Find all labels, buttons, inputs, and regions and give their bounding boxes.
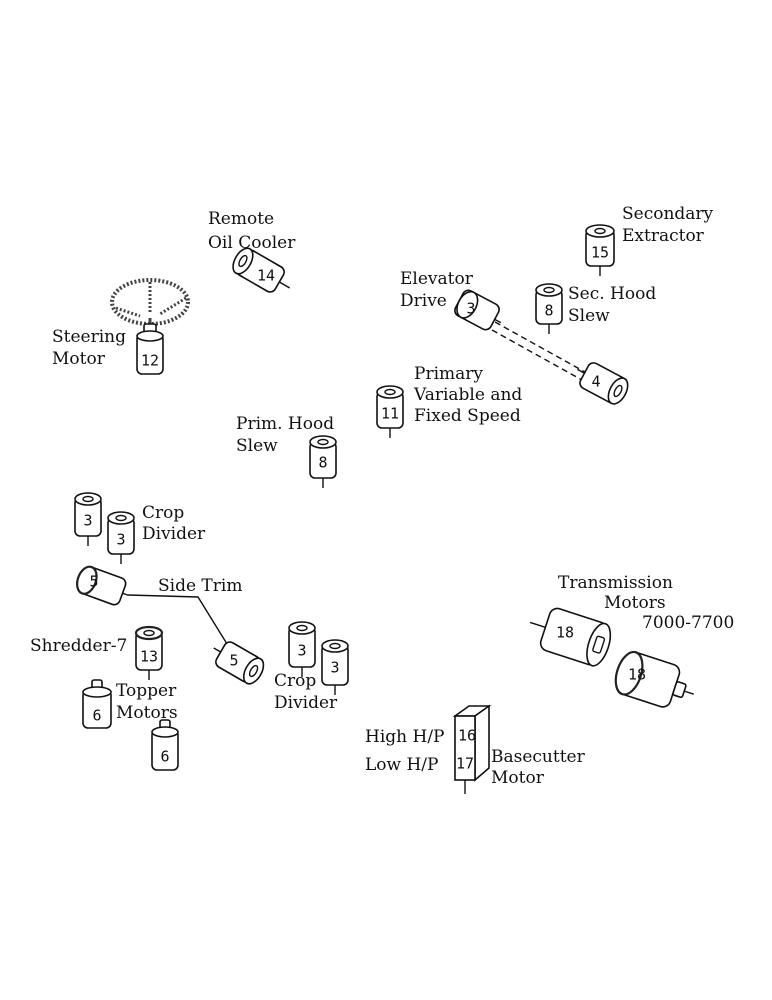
- topper-lower-motor: [151, 719, 179, 771]
- part-number-3-crop-top-left: 3: [83, 512, 92, 530]
- elevator-drive-group: Elevator Drive 3 4: [400, 269, 629, 405]
- part-number-12: 12: [141, 352, 159, 370]
- topper-motors-group: Topper Motors 6 6: [82, 679, 179, 771]
- elevator-drive-label-line2: Drive: [400, 291, 447, 311]
- topper-motors-label-line1: Topper: [116, 681, 177, 701]
- crop-divider-bottom-label-line1: Crop: [274, 671, 316, 691]
- crop-divider-top-label-line2: Divider: [142, 524, 206, 544]
- sec-hood-slew-group: Sec. Hood Slew 8: [535, 283, 656, 334]
- crop-divider-top-left-motor: [74, 492, 102, 546]
- part-number-4: 4: [591, 373, 600, 391]
- steering-motor-label-line1: Steering: [52, 327, 126, 347]
- part-number-16: 16: [458, 727, 476, 745]
- secondary-extractor-group: Secondary Extractor 15: [585, 204, 714, 276]
- side-trim-group: Side Trim 5 5: [76, 565, 265, 685]
- side-trim-label: Side Trim: [158, 576, 242, 596]
- crop-divider-bottom-label-line2: Divider: [274, 693, 338, 713]
- side-trim-upper-motor: [76, 565, 129, 606]
- drive-shaft-dashed-line-a: [494, 321, 586, 373]
- part-number-11: 11: [381, 405, 399, 423]
- elevator-drive-lower-motor: [577, 362, 629, 405]
- transmission-label-line1: Transmission: [558, 573, 673, 593]
- part-number-18-upper: 18: [556, 624, 574, 642]
- secondary-extractor-label-line1: Secondary: [622, 204, 714, 224]
- crop-divider-top-label-line1: Crop: [142, 503, 184, 523]
- prim-hood-slew-group: Prim. Hood Slew 8: [236, 414, 337, 488]
- sec-hood-slew-label-line1: Sec. Hood: [568, 284, 656, 304]
- part-number-3-crop-bottom-right: 3: [330, 659, 339, 677]
- drive-shaft-dashed-line-b: [491, 329, 583, 381]
- elevator-drive-label-line1: Elevator: [400, 269, 474, 289]
- part-number-8-sec: 8: [544, 302, 553, 320]
- low-hp-label: Low H/P: [365, 755, 438, 775]
- primary-motor: [376, 385, 404, 438]
- part-number-8-prim: 8: [318, 454, 327, 472]
- transmission-motors-group: Transmission Motors 7000-7700 18 18: [529, 573, 734, 708]
- shredder-group: Shredder-7 13: [30, 625, 164, 680]
- shredder-label: Shredder-7: [30, 636, 127, 656]
- steering-motor-label-line2: Motor: [52, 349, 106, 369]
- remote-oil-cooler-label-line2: Oil Cooler: [208, 233, 296, 253]
- basecutter-label-line1: Basecutter: [491, 747, 586, 767]
- transmission-lower-motor: [614, 650, 694, 708]
- primary-label-line3: Fixed Speed: [414, 406, 521, 426]
- prim-hood-slew-label-line1: Prim. Hood: [236, 414, 334, 434]
- crop-divider-top-right-motor: [107, 511, 135, 564]
- basecutter-motor-group: High H/P Low H/P 16 17 Basecutter Motor: [365, 704, 586, 794]
- remote-oil-cooler-motor: [232, 247, 291, 293]
- sec-hood-slew-motor: [535, 283, 563, 334]
- remote-oil-cooler-label-line1: Remote: [208, 209, 274, 229]
- prim-hood-slew-label-line2: Slew: [236, 436, 278, 456]
- part-number-6-upper: 6: [92, 707, 101, 725]
- side-trim-lower-motor: [213, 641, 265, 685]
- part-number-18-lower: 18: [628, 666, 646, 684]
- secondary-extractor-label-line2: Extractor: [622, 226, 705, 246]
- transmission-label-line2: Motors: [604, 593, 666, 613]
- part-number-3-elevator: 3: [466, 300, 475, 318]
- secondary-extractor-motor: [585, 224, 615, 276]
- crop-divider-bottom-right-motor: [321, 639, 349, 695]
- part-number-15: 15: [591, 244, 609, 262]
- shredder-motor: [134, 625, 164, 680]
- transmission-upper-motor: [529, 607, 612, 667]
- part-number-14: 14: [257, 267, 275, 285]
- transmission-label-line3: 7000-7700: [642, 613, 734, 633]
- primary-label-line1: Primary: [414, 364, 483, 384]
- part-number-6-lower: 6: [160, 748, 169, 766]
- steering-motor: [136, 323, 164, 375]
- sec-hood-slew-label-line2: Slew: [568, 306, 610, 326]
- side-trim-hose-line: [127, 594, 233, 653]
- part-number-3-crop-top-right: 3: [116, 531, 125, 549]
- basecutter-motor: [452, 704, 492, 794]
- basecutter-label-line2: Motor: [491, 768, 545, 788]
- remote-oil-cooler-group: Remote Oil Cooler 14: [208, 209, 296, 293]
- topper-motors-label-line2: Motors: [116, 703, 178, 723]
- steering-wheel-icon: [110, 278, 190, 326]
- steering-motor-group: Steering Motor 12: [52, 278, 190, 375]
- crop-divider-top-group: Crop Divider 3 3: [74, 492, 206, 564]
- primary-extractor-group: Primary Variable and Fixed Speed 11: [376, 364, 522, 438]
- crop-divider-bottom-group: 3 3 Crop Divider: [274, 621, 349, 713]
- high-hp-label: High H/P: [365, 727, 445, 747]
- part-number-17: 17: [456, 755, 474, 773]
- elevator-drive-upper-motor: [454, 289, 502, 331]
- part-number-3-crop-bottom-left: 3: [297, 642, 306, 660]
- primary-label-line2: Variable and: [413, 385, 522, 405]
- prim-hood-slew-motor: [309, 435, 337, 488]
- part-number-5-upper: 5: [89, 573, 98, 591]
- topper-upper-motor: [82, 679, 112, 729]
- crop-divider-bottom-left-motor: [288, 621, 316, 677]
- part-number-5-lower: 5: [229, 652, 238, 670]
- part-number-13: 13: [140, 648, 158, 666]
